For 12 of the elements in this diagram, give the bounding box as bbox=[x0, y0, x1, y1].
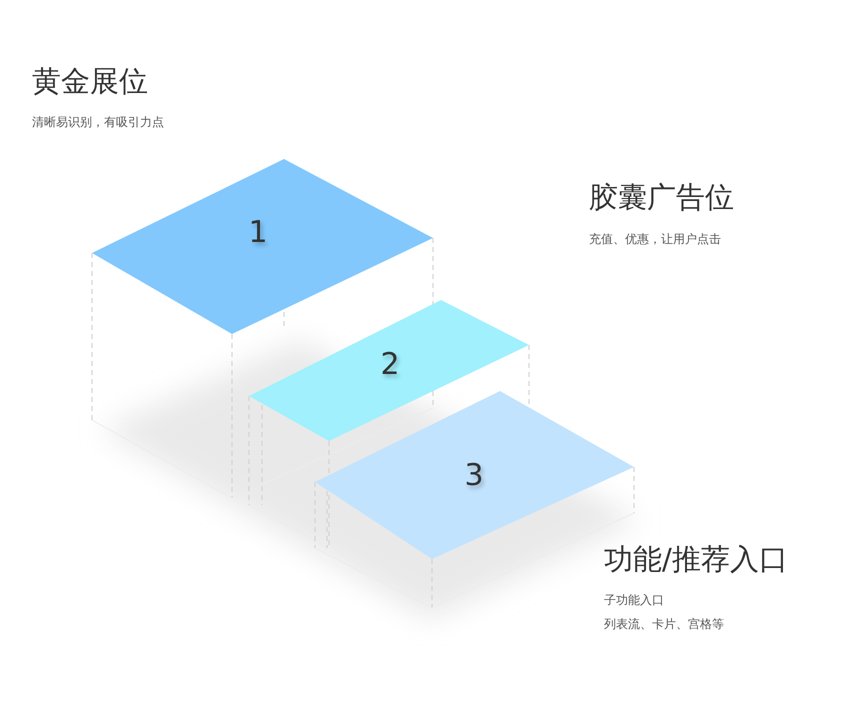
section-heading: 胶囊广告位 bbox=[589, 180, 734, 215]
block-number: 3 bbox=[464, 461, 484, 491]
platform-block bbox=[92, 159, 433, 498]
section-heading: 功能/推荐入口 bbox=[604, 542, 788, 577]
section-description: 列表流、卡片、宫格等 bbox=[604, 616, 724, 633]
platform-block bbox=[249, 300, 529, 548]
block-number: 2 bbox=[380, 350, 400, 380]
block-number: 1 bbox=[248, 218, 268, 248]
section-description: 子功能入口 bbox=[604, 592, 664, 609]
section-heading: 黄金展位 bbox=[32, 64, 148, 99]
section-description: 充值、优惠，让用户点击 bbox=[589, 231, 721, 248]
section-description: 清晰易识别，有吸引力点 bbox=[32, 114, 164, 131]
